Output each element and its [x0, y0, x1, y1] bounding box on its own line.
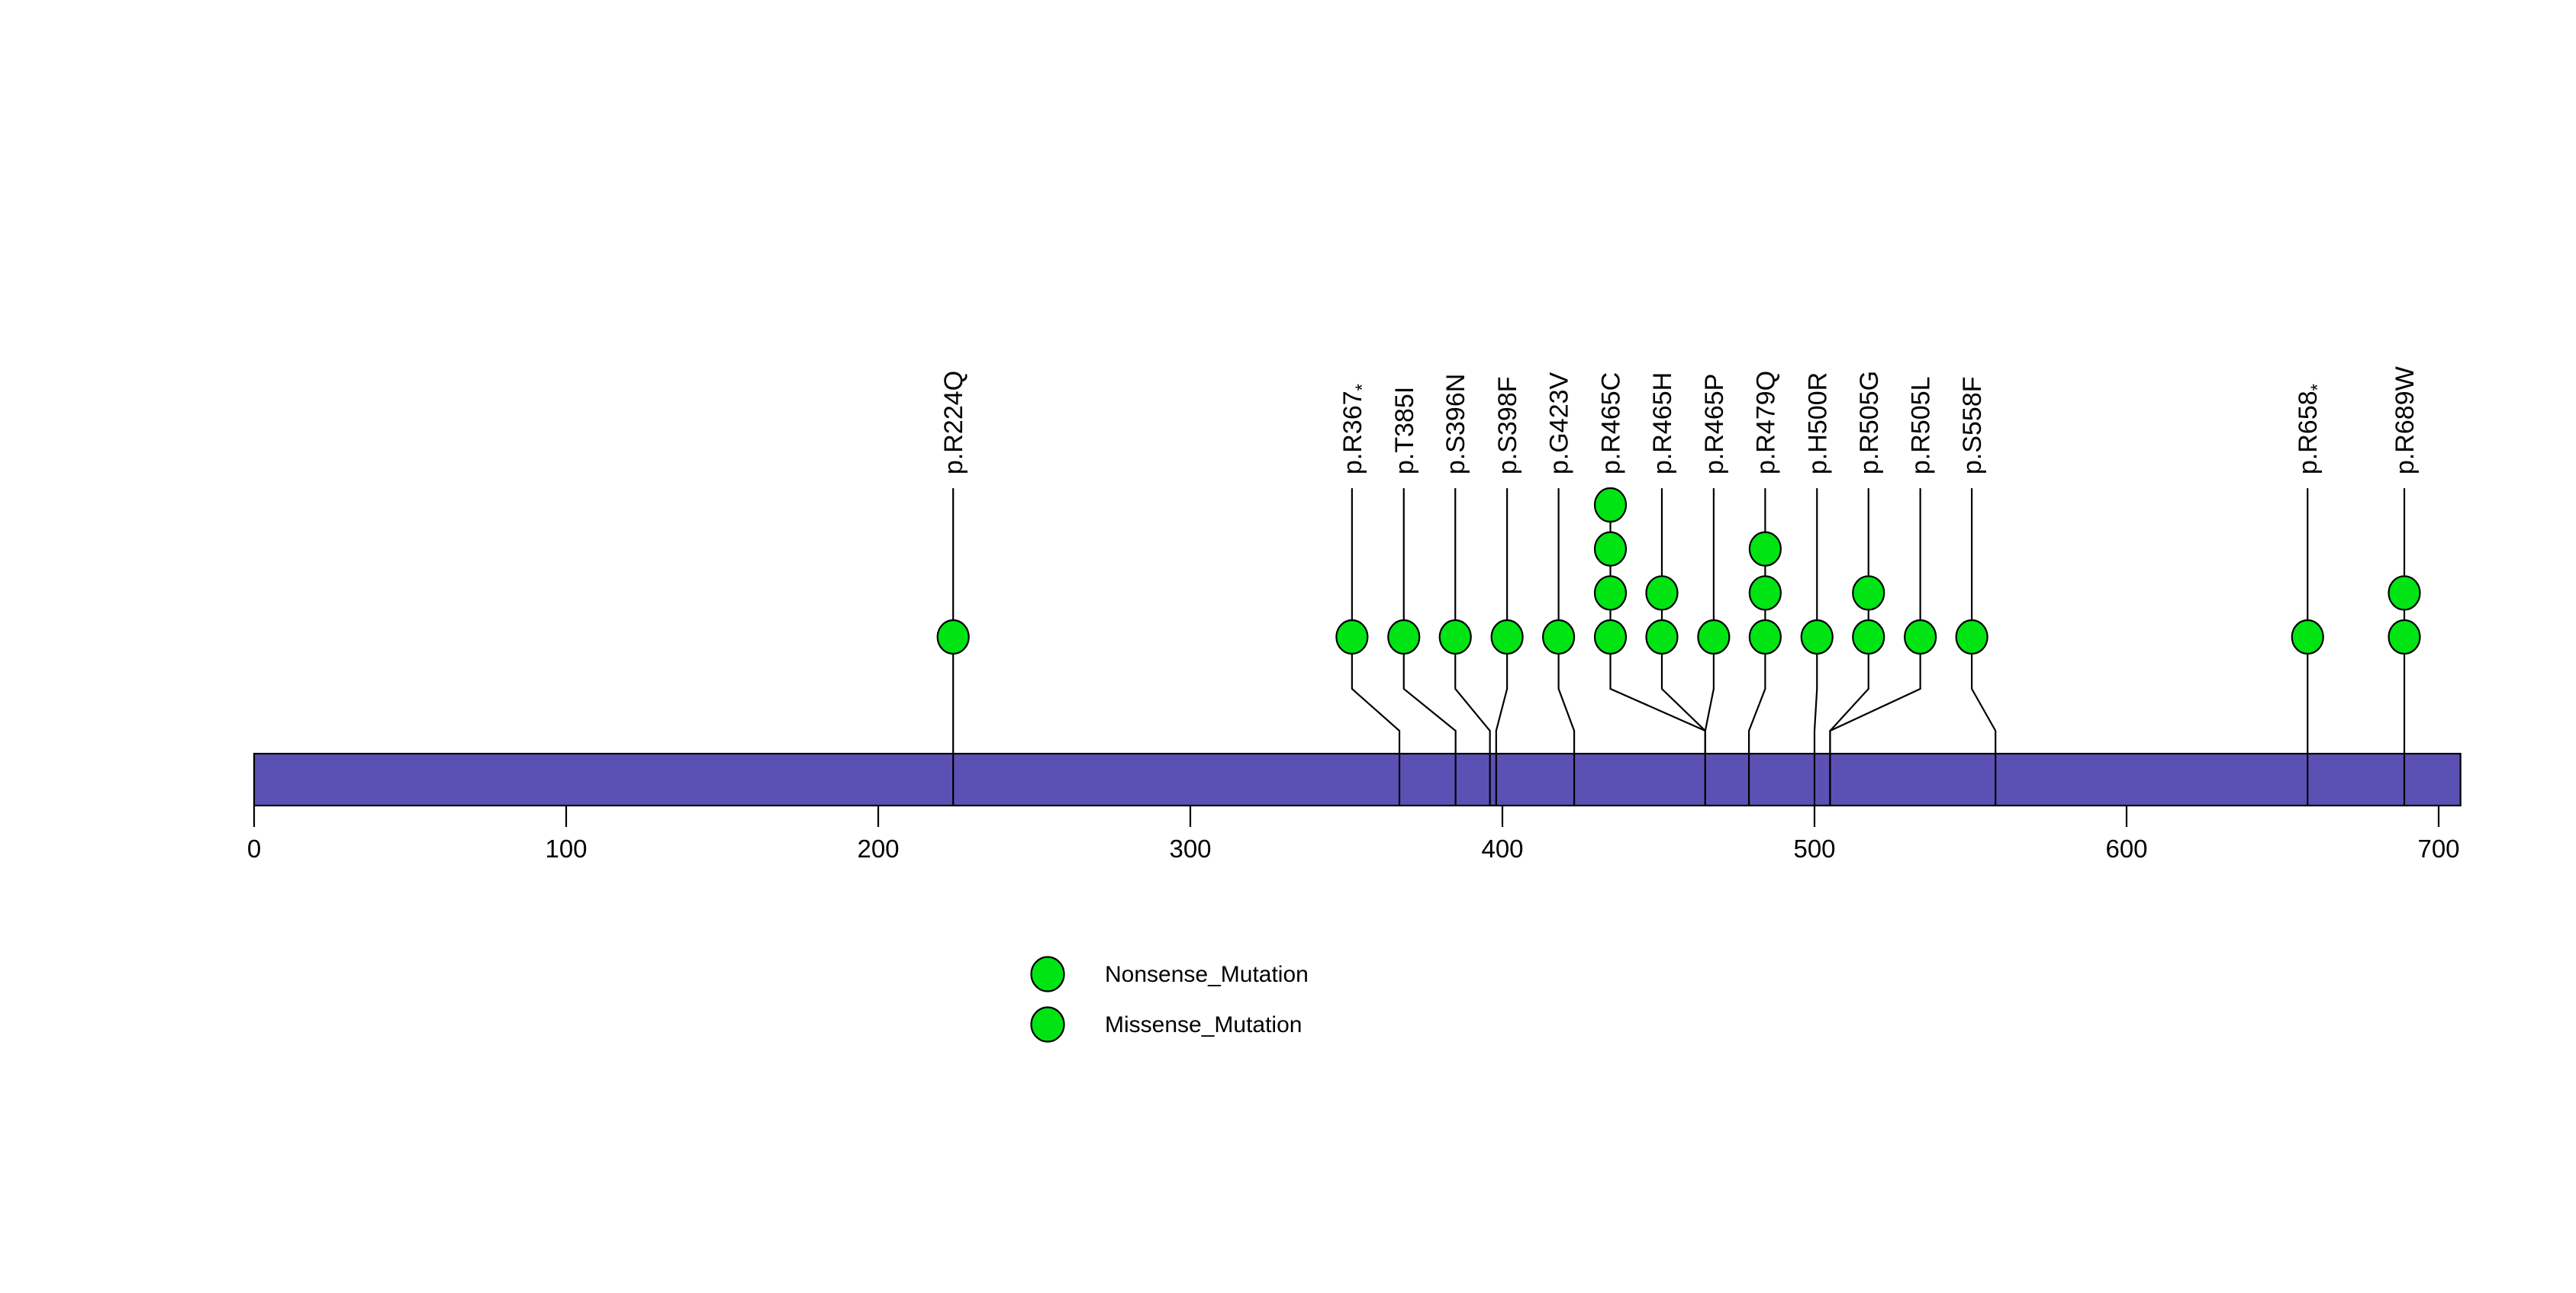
- axis-tick-label: 100: [545, 835, 587, 863]
- legend-swatch-circle: [1030, 956, 1065, 992]
- legend-label: Nonsense_Mutation: [1105, 962, 1309, 987]
- mutation-circle: [1697, 619, 1731, 655]
- axis-tick-label: 400: [1481, 835, 1523, 863]
- mutation-label: p.R465P: [1700, 374, 1729, 474]
- mutation-circle: [1387, 619, 1421, 655]
- lollipop-stick: [1971, 488, 1997, 806]
- mutation-lollipop: p.R505G: [1829, 371, 1885, 806]
- mutation-lollipop: p.R479Q: [1748, 371, 1782, 806]
- mutation-label: p.S396N: [1441, 374, 1470, 474]
- mutation-label: p.R479Q: [1751, 371, 1780, 474]
- lollipop-stick: [1557, 488, 1576, 806]
- mutation-circle: [1645, 619, 1679, 655]
- mutation-circle: [1800, 619, 1834, 655]
- mutation-circle: [1593, 531, 1628, 567]
- legend-item: Missense_Mutation: [1030, 1006, 1302, 1043]
- lollipop-stick: [1829, 488, 1921, 806]
- mutation-lollipop: p.T385I: [1387, 387, 1457, 806]
- mutation-label: p.R465H: [1648, 372, 1677, 474]
- lollipop-stick: [1813, 488, 1818, 806]
- mutation-label: p.T385I: [1390, 387, 1419, 474]
- lollipop-stick: [1402, 488, 1457, 806]
- mutation-circle: [1904, 619, 1937, 655]
- mutation-lollipop: p.R465H: [1645, 372, 1706, 806]
- mutation-lollipop: p.S558F: [1955, 376, 1997, 806]
- mutation-circle: [2388, 575, 2421, 611]
- mutation-lollipop: p.S398F: [1490, 376, 1524, 806]
- mutation-label: p.R465C: [1597, 372, 1626, 474]
- mutation-label: p.S398F: [1493, 376, 1522, 474]
- axis-tick-label: 0: [247, 835, 261, 863]
- mutation-circle: [2388, 619, 2421, 655]
- axis-tick-label: 700: [2417, 835, 2459, 863]
- mutation-lollipop: p.R224Q: [936, 371, 970, 806]
- mutation-circle: [1438, 619, 1472, 655]
- lollipop-stick: [1704, 488, 1715, 806]
- legend-label: Missense_Mutation: [1105, 1012, 1302, 1037]
- mutation-circle: [1748, 531, 1782, 567]
- mutation-label: p.R658*: [2294, 384, 2328, 474]
- mutation-lollipop: p.R658*: [2291, 384, 2328, 806]
- mutation-label: p.R367*: [1338, 384, 1373, 474]
- mutation-circle: [1593, 487, 1628, 523]
- mutation-lollipop: p.R465C: [1593, 372, 1706, 806]
- mutation-circle: [1645, 575, 1679, 611]
- mutation-lollipop: p.R689W: [2388, 366, 2421, 806]
- x-axis: 0 100 200 300 400 500 600 700: [247, 806, 2460, 863]
- axis-tick-label: 300: [1169, 835, 1211, 863]
- axis-tick-label: 500: [1793, 835, 1835, 863]
- mutation-label: p.G423V: [1545, 371, 1574, 474]
- mutation-circle: [1335, 619, 1369, 655]
- mutation-label: p.S558F: [1958, 376, 1987, 474]
- mutation-circle: [1593, 619, 1628, 655]
- mutation-label: p.R505L: [1907, 376, 1936, 474]
- mutation-circle: [1490, 619, 1524, 655]
- mutation-lollipops: p.R224Q p.R367* p.T385I p.S396N p.S398F p.G42…: [936, 366, 2421, 806]
- mutation-lollipop: p.H500R: [1800, 372, 1834, 806]
- legend-swatch-circle: [1030, 1006, 1065, 1043]
- mutation-circle: [1955, 619, 1988, 655]
- lollipop-stick: [1351, 488, 1401, 806]
- mutation-label: p.R505G: [1855, 371, 1884, 474]
- mutation-circle: [1748, 575, 1782, 611]
- mutation-circle: [1852, 575, 1885, 611]
- mutation-circle: [1852, 619, 1885, 655]
- mutation-lollipop: p.R505L: [1829, 376, 1937, 806]
- mutation-lollipop: p.G423V: [1542, 371, 1576, 806]
- mutation-circle: [2291, 619, 2324, 655]
- lollipop-stick: [1495, 488, 1509, 806]
- protein-bar: [253, 752, 2462, 807]
- mutation-label: p.H500R: [1803, 372, 1832, 474]
- lollipop-stick: [1454, 488, 1491, 806]
- mutation-circle: [1542, 619, 1576, 655]
- axis-tick-label: 200: [857, 835, 899, 863]
- mutation-label: p.R224Q: [939, 371, 968, 474]
- mutation-lollipop: p.R465P: [1697, 374, 1731, 806]
- legend-item: Nonsense_Mutation: [1030, 956, 1309, 992]
- mutation-lollipop: p.R367*: [1335, 384, 1401, 806]
- mutation-label: p.R689W: [2391, 366, 2420, 474]
- mutation-circle: [936, 619, 970, 655]
- axis-tick-label: 600: [2105, 835, 2147, 863]
- mutation-lollipop: p.S396N: [1438, 374, 1491, 806]
- mutation-circle: [1593, 575, 1628, 611]
- mutation-circle: [1748, 619, 1782, 655]
